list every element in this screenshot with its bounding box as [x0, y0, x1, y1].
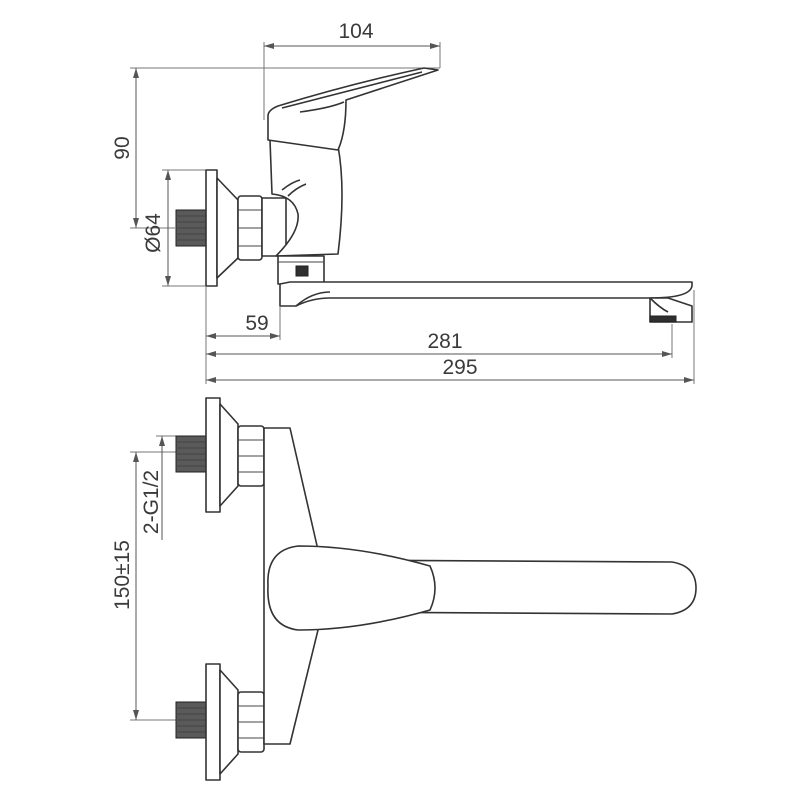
upper-inlet-connector [175, 397, 265, 513]
dimension-label-thread-g12: 2-G1/2 [140, 470, 163, 534]
handle-plan [267, 545, 436, 631]
dimension-104: 104 [263, 20, 441, 120]
dimension-295: 295 [206, 290, 695, 384]
spout-arm-side [279, 281, 693, 323]
dimension-label-104: 104 [338, 20, 373, 43]
faucet-body-side [269, 139, 343, 257]
dimension-diameter-64: Ø64 [142, 169, 208, 287]
handle-lever-side [267, 67, 439, 151]
dimension-label-281: 281 [427, 330, 462, 353]
dimension-label-59: 59 [245, 312, 268, 335]
connection-block [261, 197, 287, 257]
hex-nut-side [237, 195, 263, 261]
plan-view: 150±15 2-G1/2 [111, 397, 697, 781]
side-elevation: 104 90 Ø64 [111, 20, 695, 384]
lower-inlet-connector [175, 663, 265, 781]
dimension-label-diameter-64: Ø64 [142, 213, 165, 253]
dimension-59: 59 [205, 286, 281, 384]
dimension-label-295: 295 [442, 356, 477, 379]
dimension-label-150: 150±15 [111, 540, 134, 610]
wall-flange-side [205, 169, 239, 287]
dimension-150: 150±15 [111, 451, 178, 721]
dimension-281: 281 [206, 324, 673, 358]
inlet-thread-stub-side [175, 209, 207, 247]
valve-piece [277, 255, 325, 285]
dimension-90: 90 [111, 67, 440, 229]
dimension-thread-g12: 2-G1/2 [140, 435, 178, 540]
dimension-label-90: 90 [111, 136, 134, 159]
